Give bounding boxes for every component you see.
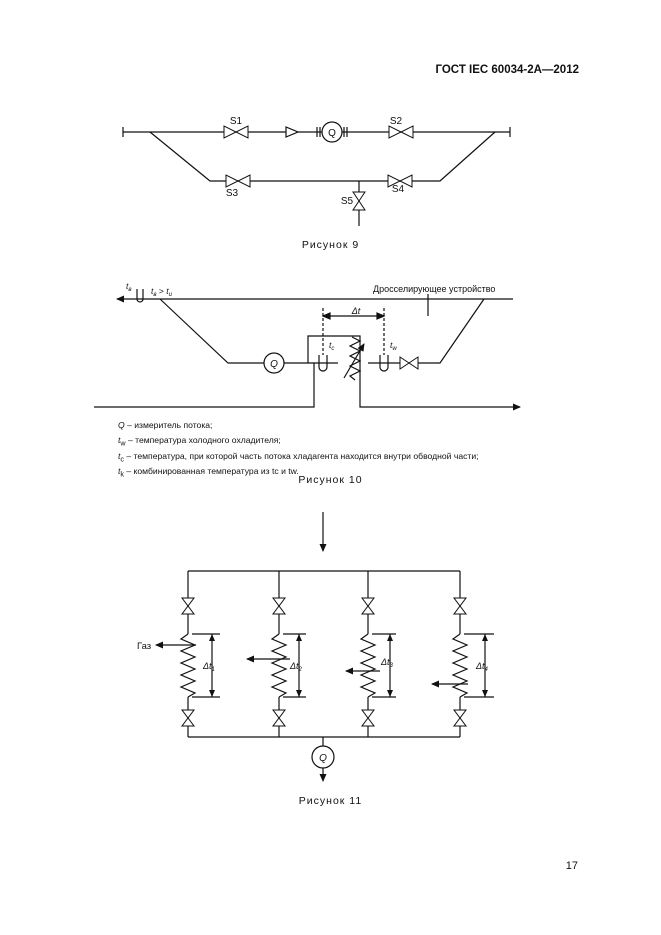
flow-meter-symbol (321, 121, 343, 143)
t-mixed-label: tc (329, 340, 334, 352)
document-header: ГОСТ IEC 60034-2А—2012 (435, 64, 579, 76)
valve-label-s3: S3 (226, 188, 239, 199)
meter-label: Q (319, 753, 327, 764)
figure-10-legend: Q – измеритель потока; tw – температура … (118, 420, 479, 481)
throttle-label: Дросселирующее устройство (373, 284, 495, 294)
legend-item: Q – измеритель потока; (118, 420, 213, 430)
valve-s2 (388, 125, 414, 139)
valve-label-s4: S4 (392, 184, 405, 195)
temperature-condition: tв > tu (151, 286, 173, 298)
page-number: 17 (565, 860, 578, 872)
legend-item: tw – температура холодного охладителя; (118, 435, 281, 449)
t-hot-label: tw (390, 340, 397, 352)
delta-t1-label: Δt1 (202, 661, 215, 673)
delta-t-label: Δt (351, 306, 361, 316)
figure-11-diagram (155, 512, 494, 782)
figure-10-caption: Рисунок 10 (298, 474, 363, 486)
valve-label-s5: S5 (341, 196, 354, 207)
meter-label: Q (328, 128, 336, 139)
legend-item: tk – комбинированная температура из tc и… (118, 465, 299, 479)
gas-label: Газ (137, 641, 151, 652)
meter-label: Q (270, 359, 278, 370)
figure-9-caption: Рисунок 9 (301, 239, 360, 251)
valves-fig11 (181, 597, 467, 727)
delta-arrowheads (209, 634, 488, 697)
delta-t2-label: Δt2 (289, 661, 303, 673)
legend-item: tc – температура, при которой часть пото… (118, 450, 479, 464)
valve-s4 (387, 174, 413, 188)
valve-s3 (225, 174, 251, 188)
valve-label-s1: S1 (230, 116, 243, 127)
figure-11-caption: Рисунок 11 (298, 795, 363, 807)
flow-meter-symbol (311, 745, 335, 769)
t-cold-label: tв (126, 281, 132, 293)
figure-10-diagram (94, 289, 521, 411)
delta-t3-label: Δt3 (380, 657, 394, 669)
flow-meter-symbol (263, 352, 285, 374)
valve-s5 (352, 191, 366, 211)
valve-s1 (223, 125, 249, 139)
valve-throttle (399, 356, 419, 370)
figure-9-diagram (122, 126, 511, 226)
delta-t4-label: Δt4 (475, 661, 489, 673)
valve-label-s2: S2 (390, 116, 403, 127)
